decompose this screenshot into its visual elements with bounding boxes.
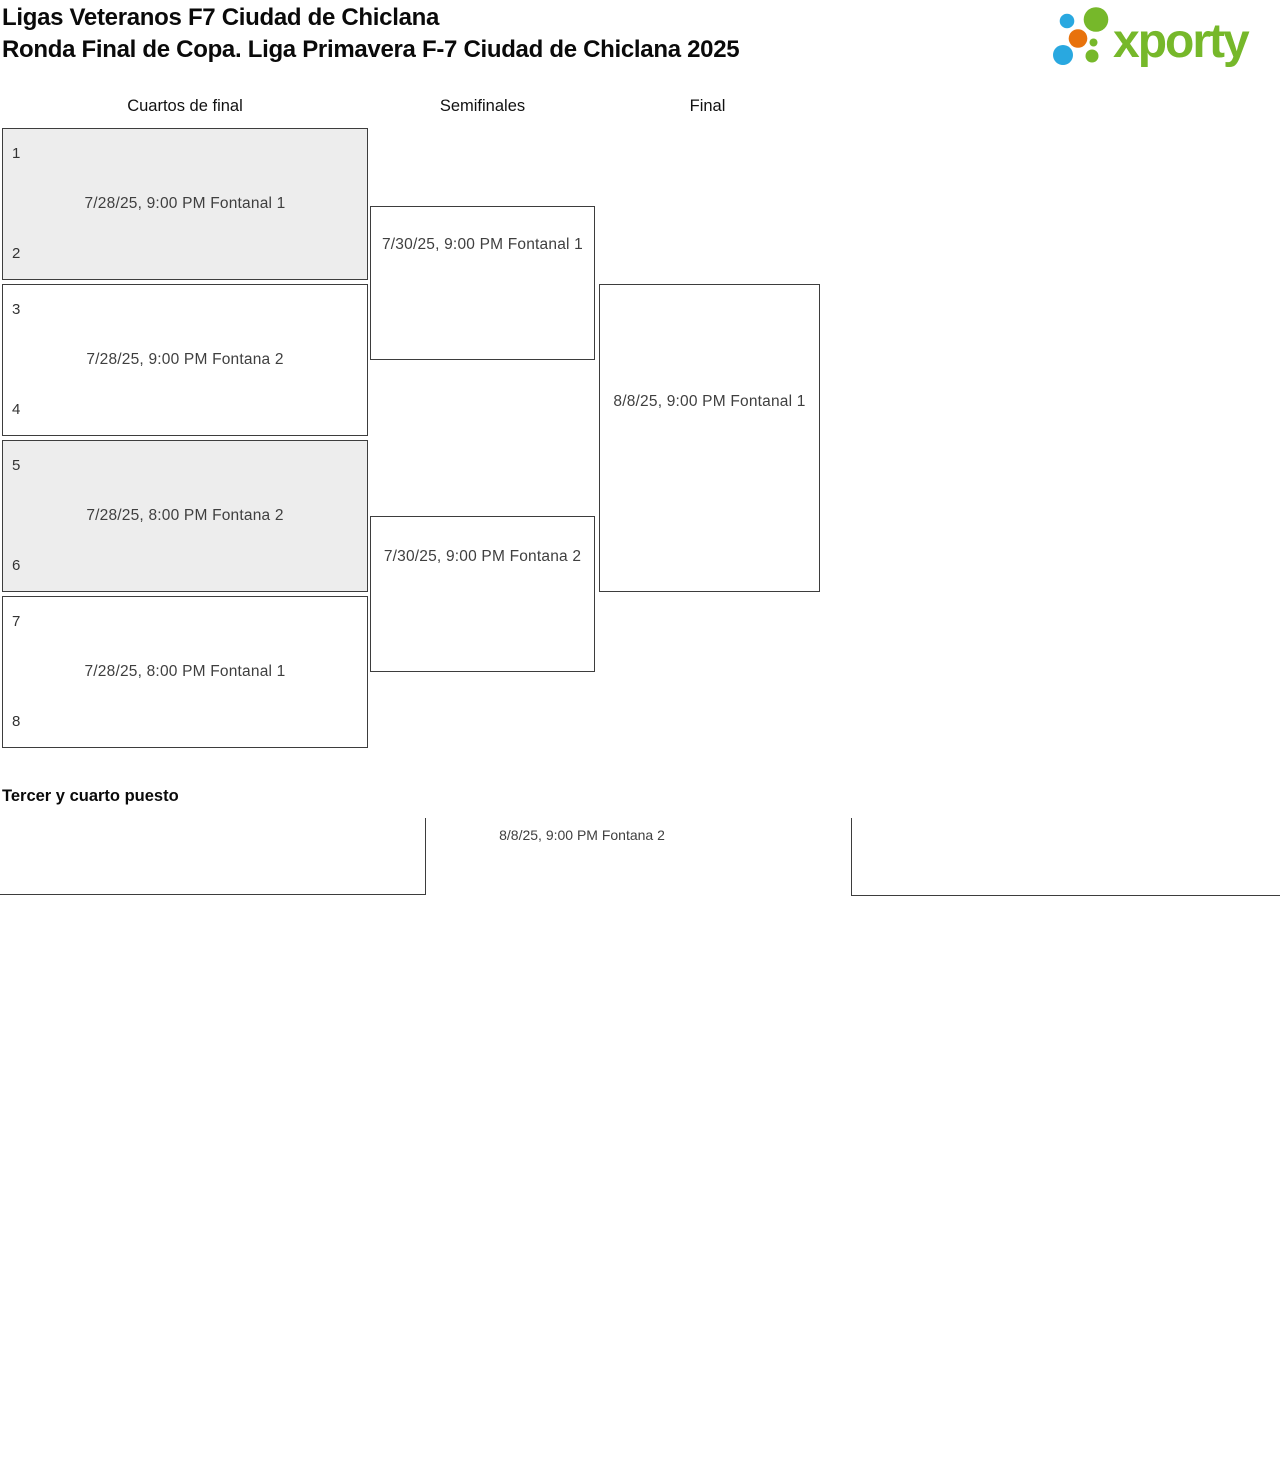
match-schedule-quarterfinal-2: 7/28/25, 9:00 PM Fontana 2 bbox=[86, 351, 284, 368]
seed-number: 1 bbox=[12, 145, 21, 162]
page-title: Ligas Veteranos F7 Ciudad de Chiclana bbox=[2, 4, 440, 31]
seed-number: 8 bbox=[12, 713, 21, 730]
match-box-quarterfinal-4[interactable]: 7 8 bbox=[2, 596, 368, 748]
xporty-logo[interactable]: xporty bbox=[1043, 2, 1278, 70]
seed-number: 3 bbox=[12, 301, 21, 318]
match-box-semifinal-2[interactable] bbox=[370, 516, 595, 672]
seed-number: 6 bbox=[12, 557, 21, 574]
xporty-logo-dots bbox=[1053, 7, 1109, 65]
seed-number: 2 bbox=[12, 245, 21, 262]
round-header-final: Final bbox=[689, 97, 726, 115]
xporty-logo-text: xporty bbox=[1113, 15, 1250, 68]
seed-number: 7 bbox=[12, 613, 21, 630]
third-place-heading: Tercer y cuarto puesto bbox=[2, 787, 179, 805]
page-subtitle: Ronda Final de Copa. Liga Primavera F-7 … bbox=[2, 36, 740, 63]
match-schedule-semifinal-1: 7/30/25, 9:00 PM Fontanal 1 bbox=[381, 236, 583, 253]
match-schedule-quarterfinal-1: 7/28/25, 9:00 PM Fontanal 1 bbox=[84, 195, 286, 212]
match-box-final[interactable] bbox=[599, 284, 820, 592]
third-place-bracket-left-connector bbox=[0, 818, 426, 895]
match-schedule-final: 8/8/25, 9:00 PM Fontanal 1 bbox=[613, 393, 806, 410]
match-schedule-semifinal-2: 7/30/25, 9:00 PM Fontana 2 bbox=[383, 548, 582, 565]
match-box-quarterfinal-1[interactable]: 1 2 bbox=[2, 128, 368, 280]
match-schedule-quarterfinal-3: 7/28/25, 8:00 PM Fontana 2 bbox=[86, 507, 284, 524]
round-header-semifinals: Semifinales bbox=[439, 97, 526, 115]
match-schedule-quarterfinal-4: 7/28/25, 8:00 PM Fontanal 1 bbox=[84, 663, 286, 680]
match-schedule-third-place: 8/8/25, 9:00 PM Fontana 2 bbox=[499, 827, 665, 843]
match-box-quarterfinal-2[interactable]: 3 4 bbox=[2, 284, 368, 436]
seed-number: 5 bbox=[12, 457, 21, 474]
seed-number: 4 bbox=[12, 401, 21, 418]
third-place-bracket-right-connector bbox=[851, 818, 1280, 896]
match-box-semifinal-1[interactable] bbox=[370, 206, 595, 360]
match-box-quarterfinal-3[interactable]: 5 6 bbox=[2, 440, 368, 592]
round-header-quarterfinals: Cuartos de final bbox=[127, 97, 243, 115]
